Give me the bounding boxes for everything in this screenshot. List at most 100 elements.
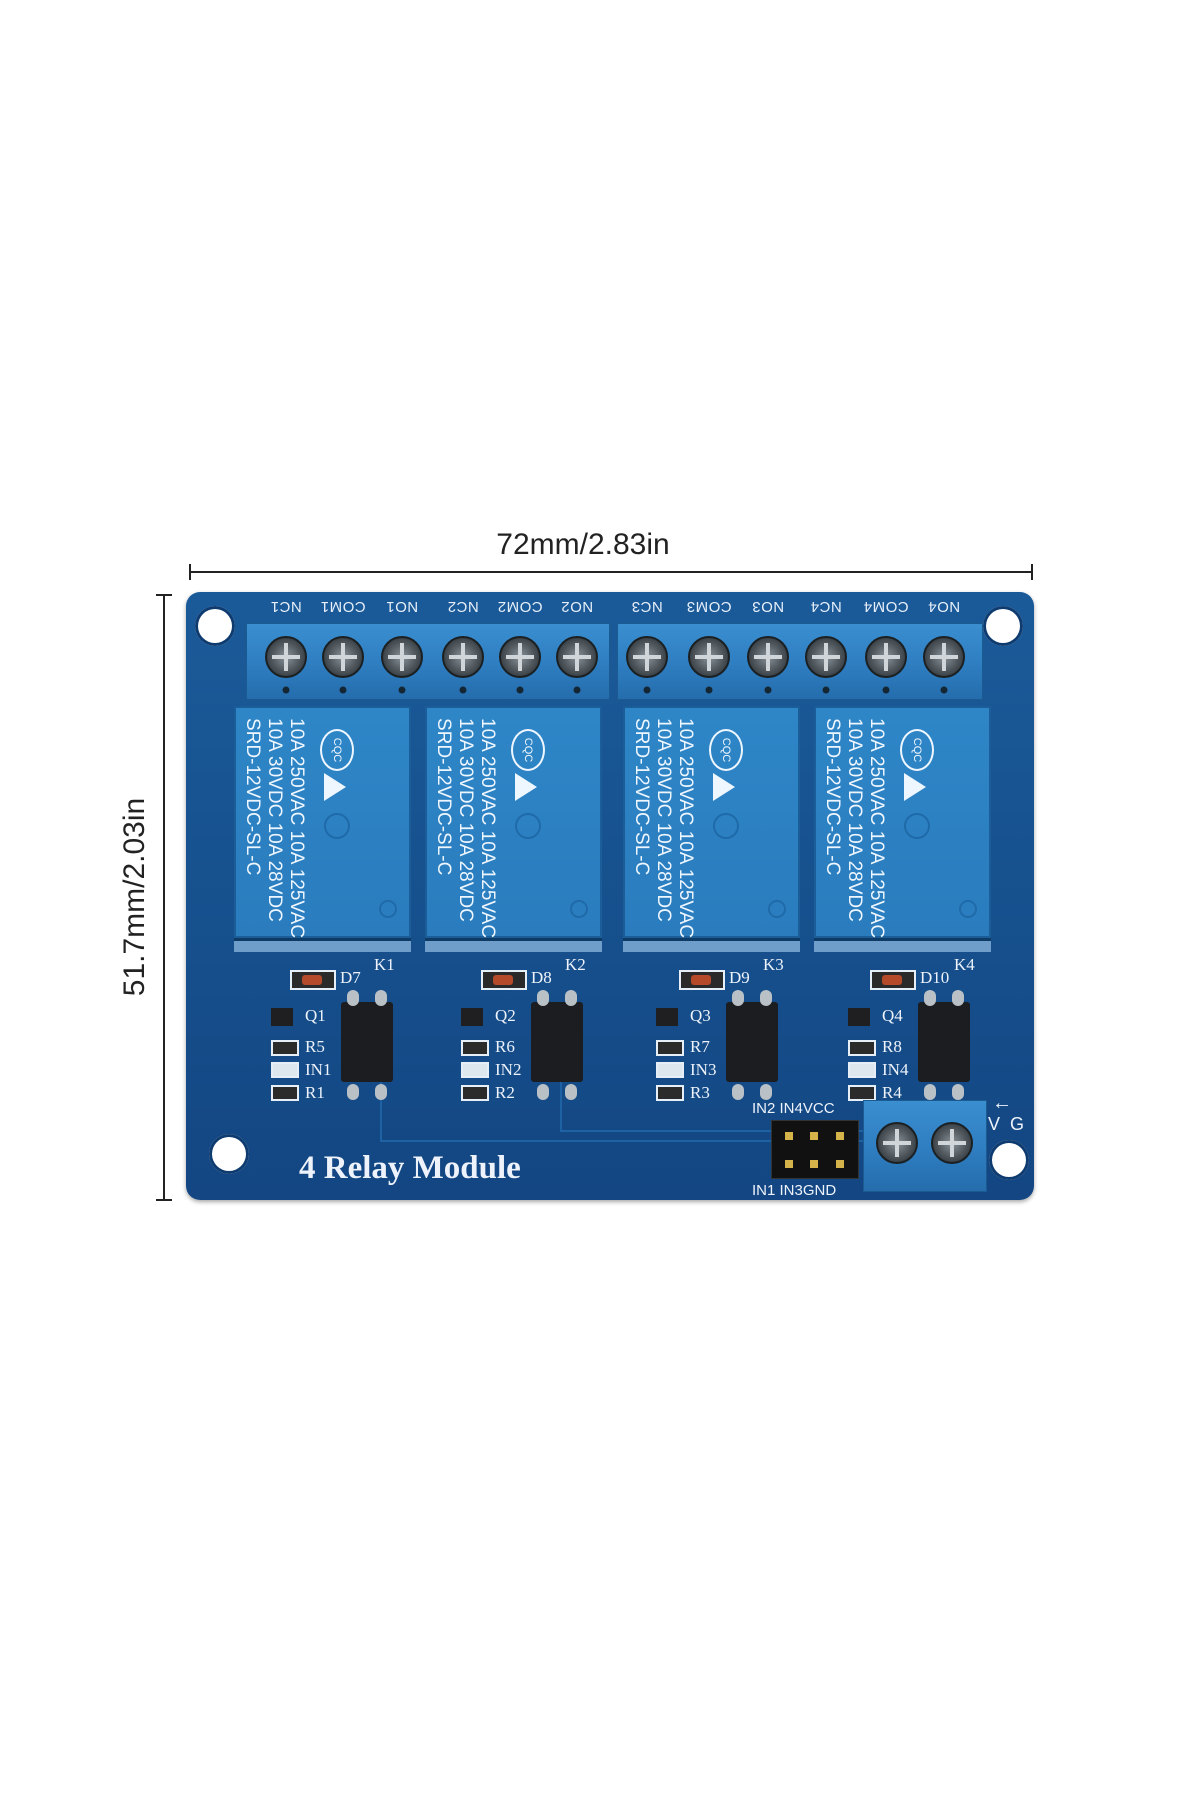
cert-triangle-icon bbox=[515, 773, 537, 801]
terminal-screw-icon[interactable] bbox=[381, 636, 423, 678]
opto-pin bbox=[760, 990, 772, 1006]
terminal-label: NC2 bbox=[447, 598, 479, 615]
optocoupler bbox=[341, 1002, 393, 1082]
mounting-hole bbox=[989, 1140, 1029, 1180]
width-dimension-tick-left bbox=[189, 564, 191, 580]
terminal-pin-hole bbox=[398, 686, 406, 694]
relay-marker-dot bbox=[515, 813, 541, 839]
transistor bbox=[848, 1008, 870, 1026]
resistor-label: R3 bbox=[690, 1083, 710, 1102]
terminal-pin-hole bbox=[643, 686, 651, 694]
mounting-hole bbox=[209, 1134, 249, 1174]
header-pin[interactable] bbox=[836, 1132, 844, 1140]
relay-base bbox=[234, 938, 411, 952]
header-top-label: IN2 IN4VCC bbox=[752, 1100, 835, 1117]
terminal-pin-hole bbox=[282, 686, 290, 694]
resistor bbox=[656, 1040, 684, 1056]
cert-triangle-icon bbox=[324, 773, 346, 801]
cqc-cert-logo: CQC bbox=[511, 729, 545, 771]
opto-pin bbox=[732, 990, 744, 1006]
terminal-pin-hole bbox=[516, 686, 524, 694]
power-screw-icon[interactable] bbox=[931, 1122, 973, 1164]
relay-rating-text: 10A 30VDC 10A 28VDC bbox=[264, 718, 285, 922]
power-arrow-icon: ← bbox=[992, 1092, 1012, 1114]
status-led bbox=[848, 1062, 876, 1078]
terminal-pin-hole bbox=[764, 686, 772, 694]
height-dimension-label: 51.7mm/2.03in bbox=[118, 797, 151, 997]
terminal-label: COM4 bbox=[863, 598, 909, 615]
relay-marker-dot bbox=[713, 813, 739, 839]
cqc-cert-logo: CQC bbox=[709, 729, 743, 771]
transistor bbox=[461, 1008, 483, 1026]
terminal-screw-icon[interactable] bbox=[499, 636, 541, 678]
terminal-screw-icon[interactable] bbox=[805, 636, 847, 678]
mounting-hole bbox=[983, 606, 1023, 646]
opto-pin bbox=[924, 990, 936, 1006]
relay-model-text: SRD-12VDC-SL-C bbox=[433, 718, 454, 876]
relay-base bbox=[814, 938, 991, 952]
transistor-label: Q4 bbox=[882, 1006, 903, 1025]
flyback-diode bbox=[870, 970, 916, 990]
relay-marker-dot bbox=[904, 813, 930, 839]
terminal-screw-icon[interactable] bbox=[747, 636, 789, 678]
resistor bbox=[461, 1085, 489, 1101]
power-screw-icon[interactable] bbox=[876, 1122, 918, 1164]
flyback-diode bbox=[679, 970, 725, 990]
relay-rating-text: 10A 250VAC 10A 125VAC bbox=[675, 718, 696, 939]
terminal-pin-hole bbox=[882, 686, 890, 694]
height-dimension-tick-bottom bbox=[156, 1199, 172, 1201]
terminal-label: NC4 bbox=[810, 598, 842, 615]
terminal-label: NC1 bbox=[270, 598, 302, 615]
terminal-screw-icon[interactable] bbox=[442, 636, 484, 678]
opto-pin bbox=[347, 990, 359, 1006]
terminal-screw-icon[interactable] bbox=[626, 636, 668, 678]
terminal-label: NO3 bbox=[751, 598, 785, 615]
opto-pin bbox=[537, 990, 549, 1006]
transistor-label: Q1 bbox=[305, 1006, 326, 1025]
relay-rating-text: 10A 250VAC 10A 125VAC bbox=[286, 718, 307, 939]
input-pin-header[interactable] bbox=[771, 1120, 859, 1179]
mounting-hole bbox=[195, 606, 235, 646]
terminal-pin-hole bbox=[573, 686, 581, 694]
relay-ref-label: K1 bbox=[374, 955, 395, 974]
terminal-screw-icon[interactable] bbox=[265, 636, 307, 678]
opto-pin bbox=[952, 1084, 964, 1100]
opto-pin bbox=[537, 1084, 549, 1100]
relay-rating-text: 10A 250VAC 10A 125VAC bbox=[866, 718, 887, 939]
pcb-trace bbox=[380, 1060, 882, 1142]
resistor bbox=[848, 1085, 876, 1101]
power-label: V G bbox=[988, 1114, 1025, 1134]
terminal-screw-icon[interactable] bbox=[688, 636, 730, 678]
header-pin[interactable] bbox=[810, 1160, 818, 1168]
header-pin[interactable] bbox=[785, 1132, 793, 1140]
cqc-cert-logo: CQC bbox=[900, 729, 934, 771]
status-led bbox=[461, 1062, 489, 1078]
relay-model-text: SRD-12VDC-SL-C bbox=[242, 718, 263, 876]
opto-pin bbox=[565, 990, 577, 1006]
resistor bbox=[656, 1085, 684, 1101]
terminal-screw-icon[interactable] bbox=[322, 636, 364, 678]
resistor bbox=[848, 1040, 876, 1056]
relay-3 bbox=[623, 706, 800, 938]
relay-marker-dot bbox=[379, 900, 397, 918]
header-pin[interactable] bbox=[785, 1160, 793, 1168]
opto-pin bbox=[375, 990, 387, 1006]
header-pin[interactable] bbox=[836, 1160, 844, 1168]
led-label: IN2 bbox=[495, 1060, 522, 1079]
terminal-screw-icon[interactable] bbox=[923, 636, 965, 678]
board-title: 4 Relay Module bbox=[299, 1150, 521, 1186]
diode-label: D8 bbox=[531, 968, 552, 987]
resistor-label: R8 bbox=[882, 1037, 902, 1056]
terminal-block-right bbox=[617, 623, 983, 700]
terminal-screw-icon[interactable] bbox=[865, 636, 907, 678]
transistor-label: Q3 bbox=[690, 1006, 711, 1025]
flyback-diode bbox=[290, 970, 336, 990]
flyback-diode bbox=[481, 970, 527, 990]
relay-rating-text: 10A 30VDC 10A 28VDC bbox=[653, 718, 674, 922]
terminal-label: COM2 bbox=[497, 598, 543, 615]
terminal-screw-icon[interactable] bbox=[556, 636, 598, 678]
header-pin[interactable] bbox=[810, 1132, 818, 1140]
relay-base bbox=[425, 938, 602, 952]
terminal-pin-hole bbox=[705, 686, 713, 694]
cert-triangle-icon bbox=[713, 773, 735, 801]
